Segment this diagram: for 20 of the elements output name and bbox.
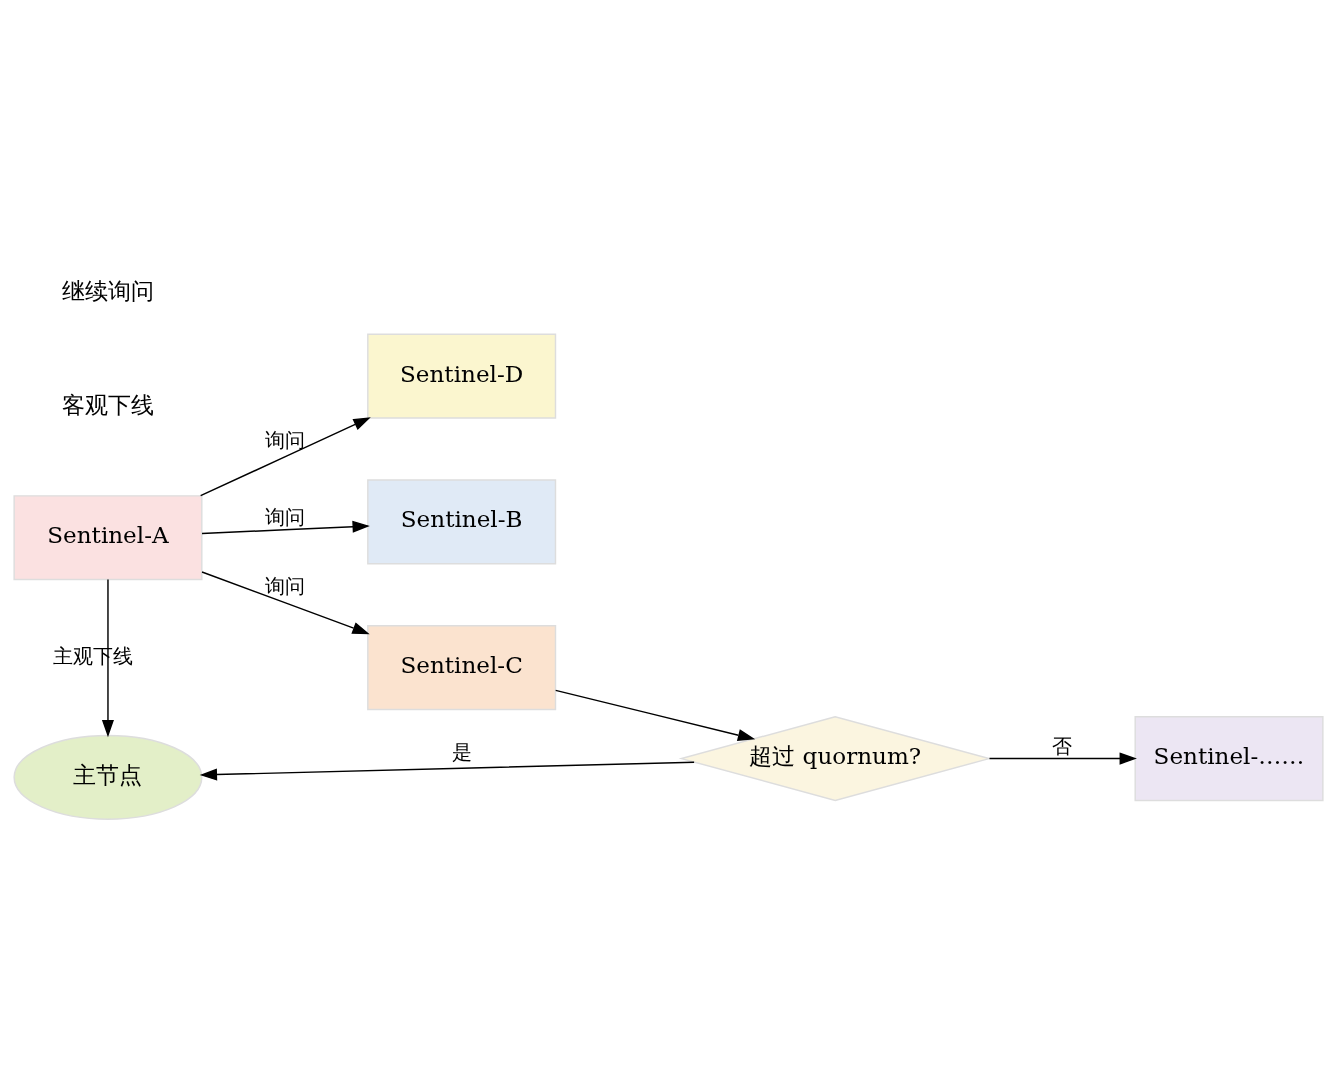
node-box: Sentinel-A [13,495,203,581]
edge-label: 否 [1052,734,1073,759]
node-ellipse: 主节点 [13,734,203,820]
edge-label: 是 [451,739,472,764]
node-box: Sentinel-…… [1134,716,1324,802]
node-box: Sentinel-D [367,333,557,419]
edge-label: 询问 [264,573,305,598]
edge-label: 询问 [264,428,305,453]
node-box: Sentinel-B [367,479,557,565]
arrow [201,571,370,635]
arrow [201,520,370,535]
arrow [199,761,695,781]
edge-label: 询问 [264,504,305,529]
label: 客观下线 [61,392,154,419]
arrow [199,417,371,497]
node-diamond: 超过 quornum? [678,716,992,802]
arrow [988,752,1137,765]
node-box: Sentinel-C [367,625,557,711]
arrow [554,689,756,742]
label: 继续询问 [61,278,154,305]
